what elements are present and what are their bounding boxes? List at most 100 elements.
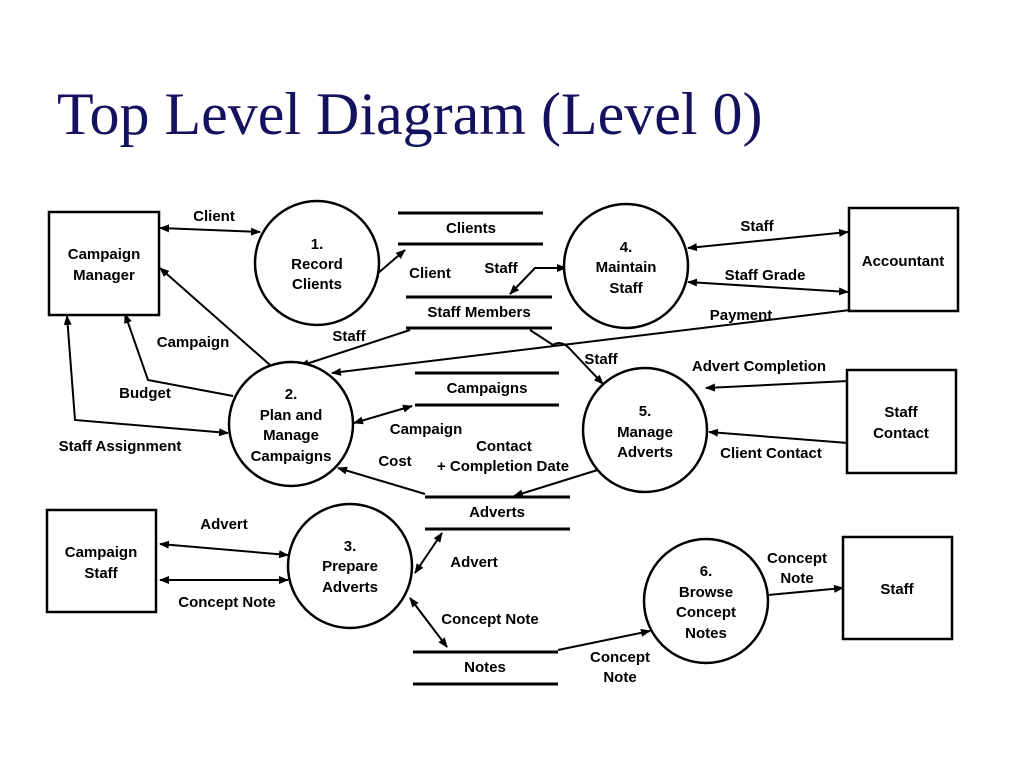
flow-label-budget: Budget — [119, 385, 171, 402]
flow-line-advert-cs-p3 — [159, 540, 289, 559]
page-title: Top Level Diagram (Level 0) — [57, 81, 763, 147]
flow-line-staff-assignment — [63, 315, 229, 437]
store-notes: Notes — [413, 650, 558, 686]
flow-line-client-contact — [708, 428, 849, 444]
flow-line-staff-members-p2 — [299, 329, 411, 368]
flow-line-advert-p3-store — [414, 532, 443, 574]
flow-label-staff-assignment: Staff Assignment — [59, 438, 182, 455]
flow-line-staff-p4-accountant — [687, 228, 849, 252]
flow-label-concept-note-line: Note — [603, 669, 636, 686]
process-4-maintain-staff: 4. Maintain Staff — [562, 202, 690, 330]
process-label-line: Notes — [685, 625, 727, 642]
process-6-browse-concept-notes: 6. Browse Concept Notes — [642, 537, 770, 665]
flow-label-staff: Staff — [484, 260, 518, 277]
flow-label-advert: Advert — [450, 554, 498, 571]
store-adverts: Adverts — [425, 495, 570, 531]
flow-label-advert-completion: Advert Completion — [692, 358, 826, 375]
entity-label-line: Contact — [873, 425, 929, 442]
entity-campaign-staff: Campaign Staff — [45, 508, 158, 614]
entity-box — [47, 210, 161, 317]
entity-label-line: Staff — [84, 565, 118, 582]
entity-label-line: Accountant — [862, 253, 945, 270]
flow-label-campaign: Campaign — [157, 334, 230, 351]
process-label-line: Campaigns — [251, 448, 332, 465]
flow-label-campaign: Campaign — [390, 421, 463, 438]
flow-line-advert-completion — [705, 380, 849, 392]
store-label: Adverts — [469, 504, 525, 521]
flow-label-contact: Contact — [476, 438, 532, 455]
flow-label-staff-grade: Staff Grade — [725, 267, 806, 284]
process-label-line: Adverts — [322, 579, 378, 596]
flow-line-staff-store-p4 — [509, 264, 567, 295]
flow-line-concept-note-notes-p6 — [557, 628, 651, 651]
flow-label-concept-note-line: Concept — [590, 649, 650, 666]
flow-label-concept-note: Concept Note — [178, 594, 276, 611]
flow-label-completion-date: + Completion Date — [437, 458, 569, 475]
process-label-line: 3. — [344, 538, 357, 555]
process-label-line: Clients — [292, 276, 342, 293]
store-label: Notes — [464, 659, 506, 676]
flow-label-concept-note: Concept Note — [441, 611, 539, 628]
flow-line-payment — [331, 309, 851, 376]
process-label-line: Record — [291, 256, 343, 273]
process-label-line: 2. — [285, 386, 298, 403]
process-label-line: Plan and — [260, 407, 323, 424]
flow-label-client: Client — [193, 208, 235, 225]
entity-box — [45, 508, 158, 614]
process-label-line: Concept — [676, 604, 736, 621]
flow-label-concept-note-line: Note — [780, 570, 813, 587]
process-label-line: Adverts — [617, 444, 673, 461]
flow-line-budget — [124, 313, 234, 397]
flow-label-staff: Staff — [740, 218, 774, 235]
flow-label-staff: Staff — [332, 328, 366, 345]
flow-line-campaign-p2-store — [353, 404, 413, 425]
process-circle — [581, 366, 709, 494]
process-label-line: Manage — [263, 427, 319, 444]
store-campaigns: Campaigns — [415, 371, 559, 407]
flow-label-client: Client — [409, 265, 451, 282]
flow-line-concept-note-p6-staff — [767, 584, 844, 596]
process-3-prepare-adverts: 3. Prepare Adverts — [286, 502, 414, 630]
process-label-line: Browse — [679, 584, 733, 601]
entity-campaign-manager: Campaign Manager — [47, 210, 161, 317]
flow-lines — [63, 224, 851, 651]
flow-line-concept-note-p3-store — [409, 597, 448, 648]
process-2-plan-and-manage-campaigns: 2. Plan and Manage Campaigns — [227, 360, 355, 488]
process-label-line: Staff — [609, 280, 643, 297]
entity-label-line: Campaign — [65, 544, 138, 561]
process-label-line: Manage — [617, 424, 673, 441]
store-staff-members: Staff Members — [406, 295, 552, 330]
process-circle — [642, 537, 770, 665]
process-circle — [286, 502, 414, 630]
process-label-line: 1. — [311, 236, 324, 253]
process-circle — [253, 199, 381, 327]
entity-label-line: Campaign — [68, 246, 141, 263]
process-label-line: 6. — [700, 563, 713, 580]
entity-label-line: Staff — [884, 404, 918, 421]
entity-box — [845, 368, 958, 475]
flow-line-staff-members-p5 — [529, 329, 604, 385]
process-label-line: 4. — [620, 239, 633, 256]
flow-line-client-cm-p1 — [159, 224, 261, 236]
flow-label-advert: Advert — [200, 516, 248, 533]
process-label-line: Maintain — [596, 259, 657, 276]
entity-label-line: Manager — [73, 267, 135, 284]
entity-label-line: Staff — [880, 581, 914, 598]
entity-staff-contact: Staff Contact — [845, 368, 958, 475]
flow-label-payment: Payment — [710, 307, 773, 324]
process-1-record-clients: 1. Record Clients — [253, 199, 381, 327]
store-label: Campaigns — [447, 380, 528, 397]
process-circle — [562, 202, 690, 330]
process-label-line: Prepare — [322, 558, 378, 575]
flow-label-cost: Cost — [378, 453, 411, 470]
process-5-manage-adverts: 5. Manage Adverts — [581, 366, 709, 494]
flow-line-staff-grade — [687, 278, 849, 296]
flow-label-staff: Staff — [584, 351, 618, 368]
flow-label-client-contact: Client Contact — [720, 445, 822, 462]
store-clients: Clients — [398, 211, 543, 246]
flow-line-cost — [337, 466, 426, 495]
store-label: Clients — [446, 220, 496, 237]
flow-labels: Client Client Staff Staff Staff Grade Pa… — [59, 208, 827, 686]
flow-line-contact-completion — [513, 467, 605, 498]
